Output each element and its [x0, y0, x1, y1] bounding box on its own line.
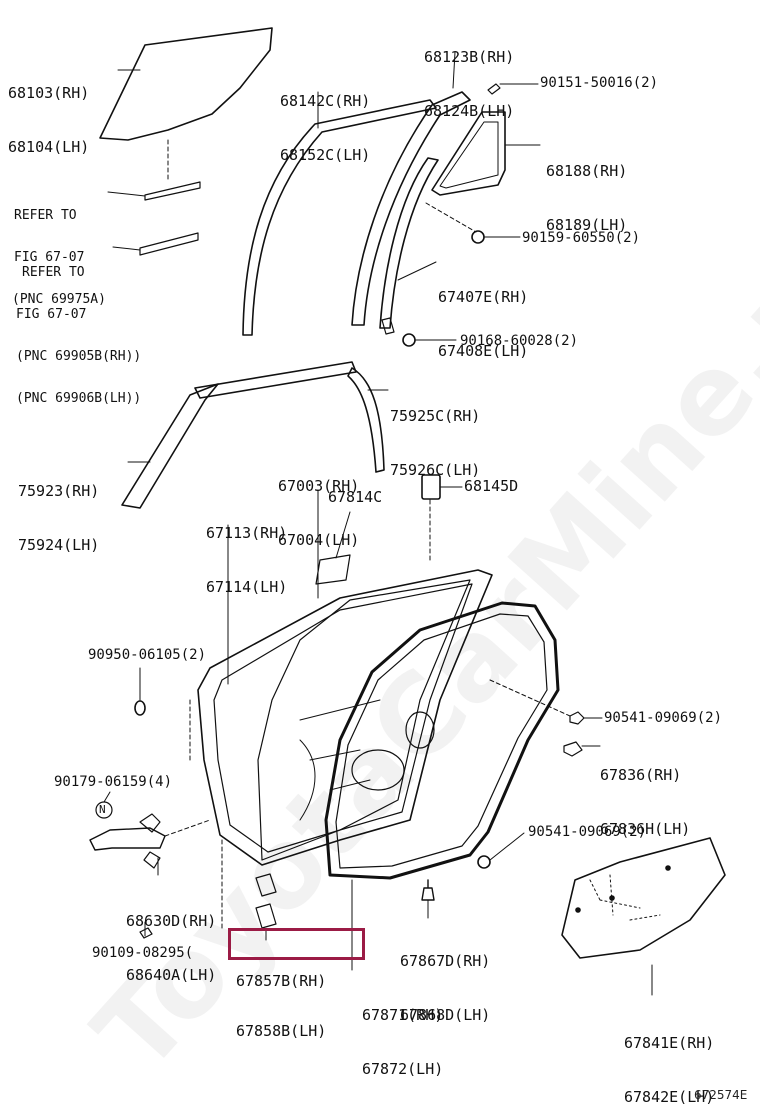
label-screw-90151: 90151-50016(2)	[540, 75, 659, 91]
seal-67814c	[315, 554, 351, 585]
leader-line	[425, 202, 477, 233]
door-glass-part	[99, 27, 273, 141]
clip-67857b	[255, 903, 277, 929]
bolt-90541-top	[569, 711, 585, 725]
label-bolt-90159: 90159-60550(2)	[522, 230, 641, 246]
label-ref-fig-1: REFER TO FIG 67-07 (PNC 69975A)	[12, 208, 106, 307]
label-seal-67814c: 67814C	[328, 488, 383, 506]
leader-line	[397, 261, 437, 281]
label-hinge-68630d: 68630D(RH) 68640A(LH)	[126, 912, 217, 984]
leader-line	[164, 819, 211, 837]
door-inner-panel	[257, 579, 471, 861]
selected-part-highlight[interactable]	[228, 928, 365, 960]
label-door-panel-67003: 67003(RH) 67004(LH)	[278, 477, 360, 549]
upper-garnish-part	[194, 361, 357, 399]
label-service-hole-cover-67841e: 67841E(RH) 67842E(LH)	[624, 1034, 715, 1106]
leader-line	[107, 191, 146, 197]
label-upper-garnish-75925c: 75925C(RH) 75926C(LH)	[390, 407, 481, 479]
door-panel-outer	[197, 569, 493, 866]
label-clip-67867d: 67867D(RH) 67868D(LH)	[400, 952, 491, 1024]
label-bolt-90168: 90168-60028(2)	[460, 333, 579, 349]
label-glass-68103: 68103(RH) 68104(LH)	[8, 84, 90, 156]
figure-number: 672574E	[694, 1088, 748, 1102]
bolt-90109	[139, 927, 153, 939]
label-cover-68145d: 68145D	[464, 477, 519, 495]
label-plug-90950: 90950-06105(2)	[88, 647, 207, 663]
label-n-mark: N	[99, 803, 106, 816]
service-hole-cover	[561, 837, 726, 959]
clip-67867d	[421, 879, 435, 901]
leader-line	[452, 51, 456, 89]
leader-line	[335, 511, 351, 559]
label-stopper-67836: 67836(RH) 67836H(LH)	[600, 766, 691, 838]
pillar-garnish-part	[121, 383, 219, 509]
leader-line	[489, 679, 571, 717]
stopper-67836	[563, 741, 583, 757]
bolt-90541-low	[477, 855, 491, 869]
label-weatherstrip-67857b: 67857B(RH) 67858B(LH)	[236, 972, 327, 1040]
door-weatherstrip-67871	[324, 601, 560, 880]
label-bolt-90179: 90179-06159(4)	[54, 774, 173, 790]
label-belt-moulding-67113: 67113(RH) 67114(LH)	[206, 524, 288, 596]
run-strip-upper	[144, 181, 201, 201]
leader-line	[112, 246, 141, 251]
label-weatherstrip-frame-68142c: 68142C(RH) 68152C(LH)	[280, 92, 371, 164]
leader-line	[489, 832, 525, 861]
run-strip-lower	[139, 232, 199, 256]
bolt-90168	[402, 333, 416, 347]
label-channel-67407e: 67407E(RH) 67408E(LH)	[438, 288, 529, 360]
label-quarter-glass-68188: 68188(RH) 68189(LH)	[546, 162, 628, 234]
channel-part	[379, 157, 439, 329]
quarter-glass-part	[431, 111, 506, 196]
label-pillar-garnish-75923: 75923(RH) 75924(LH)	[18, 482, 100, 554]
screw-90151	[487, 83, 501, 95]
label-bolt-90541-low: 90541-09069(2)	[528, 824, 647, 840]
leader-line	[103, 791, 111, 803]
label-quarter-frame-68123b: 68123B(RH) 68124B(LH)	[424, 48, 515, 120]
hinge-68630d	[89, 827, 166, 851]
quarter-frame-part	[351, 91, 471, 326]
label-bolt-90109: 90109-08295(	[92, 945, 194, 961]
bolt-90159	[471, 230, 485, 244]
label-bolt-90541-top: 90541-09069(2)	[604, 710, 723, 726]
label-ref-fig-2: REFER TO FIG 67-07 (PNC 69905B(RH)) (PNC…	[16, 265, 142, 406]
plug-90950	[134, 700, 146, 716]
label-weatherstrip-67871: 67871(RH) 67872(LH)	[362, 1006, 444, 1078]
